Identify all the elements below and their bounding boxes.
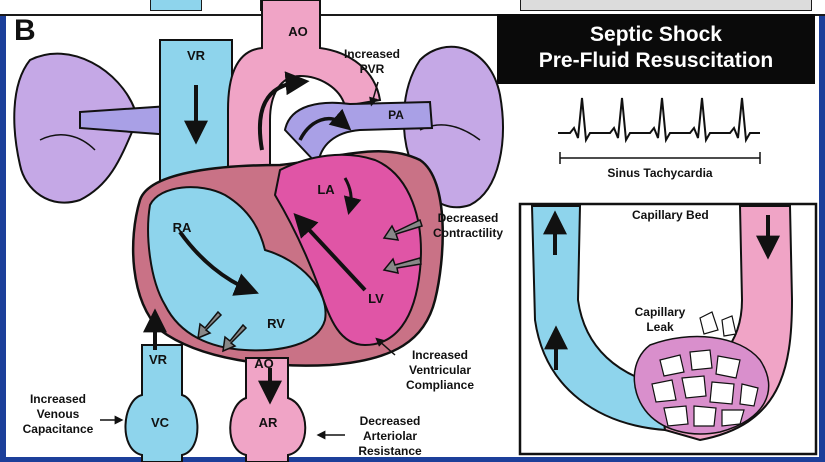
ecg-label: Sinus Tachycardia	[607, 166, 712, 180]
label-vr-bottom: VR	[149, 352, 168, 367]
capillary-leak-label-2: Leak	[646, 320, 674, 334]
label-vr-top: VR	[187, 48, 206, 63]
annotation-increased-pvr-1: Increased	[344, 47, 400, 61]
label-ar: AR	[259, 415, 278, 430]
capillary-bed-title: Capillary Bed	[632, 208, 709, 222]
label-ra: RA	[173, 220, 192, 235]
annotation-compliance-3: Compliance	[406, 378, 474, 392]
annotation-compliance-1: Increased	[412, 348, 468, 362]
ecg-trace	[558, 98, 760, 140]
label-vc: VC	[151, 415, 170, 430]
annotation-arteriolar-2: Arteriolar	[363, 429, 417, 443]
annotation-compliance-2: Ventricular	[409, 363, 471, 377]
annotation-contractility-2: Contractility	[433, 226, 503, 240]
annotation-venous-1: Increased	[30, 392, 86, 406]
annotation-arteriolar-1: Decreased	[360, 414, 421, 428]
annotation-venous-2: Venous	[37, 407, 80, 421]
label-ao-top: AO	[288, 24, 308, 39]
label-rv: RV	[267, 316, 285, 331]
annotation-arteriolar-3: Resistance	[358, 444, 422, 458]
label-la: LA	[317, 182, 335, 197]
capillary-leak-label-1: Capillary	[635, 305, 686, 319]
annotation-increased-pvr-2: PVR	[360, 62, 385, 76]
annotation-contractility-1: Decreased	[438, 211, 499, 225]
annotation-venous-3: Capacitance	[23, 422, 94, 436]
label-lv: LV	[368, 291, 384, 306]
descending-aorta	[230, 358, 305, 462]
label-pa: PA	[388, 108, 404, 122]
label-ao-bottom: AO	[254, 356, 274, 371]
